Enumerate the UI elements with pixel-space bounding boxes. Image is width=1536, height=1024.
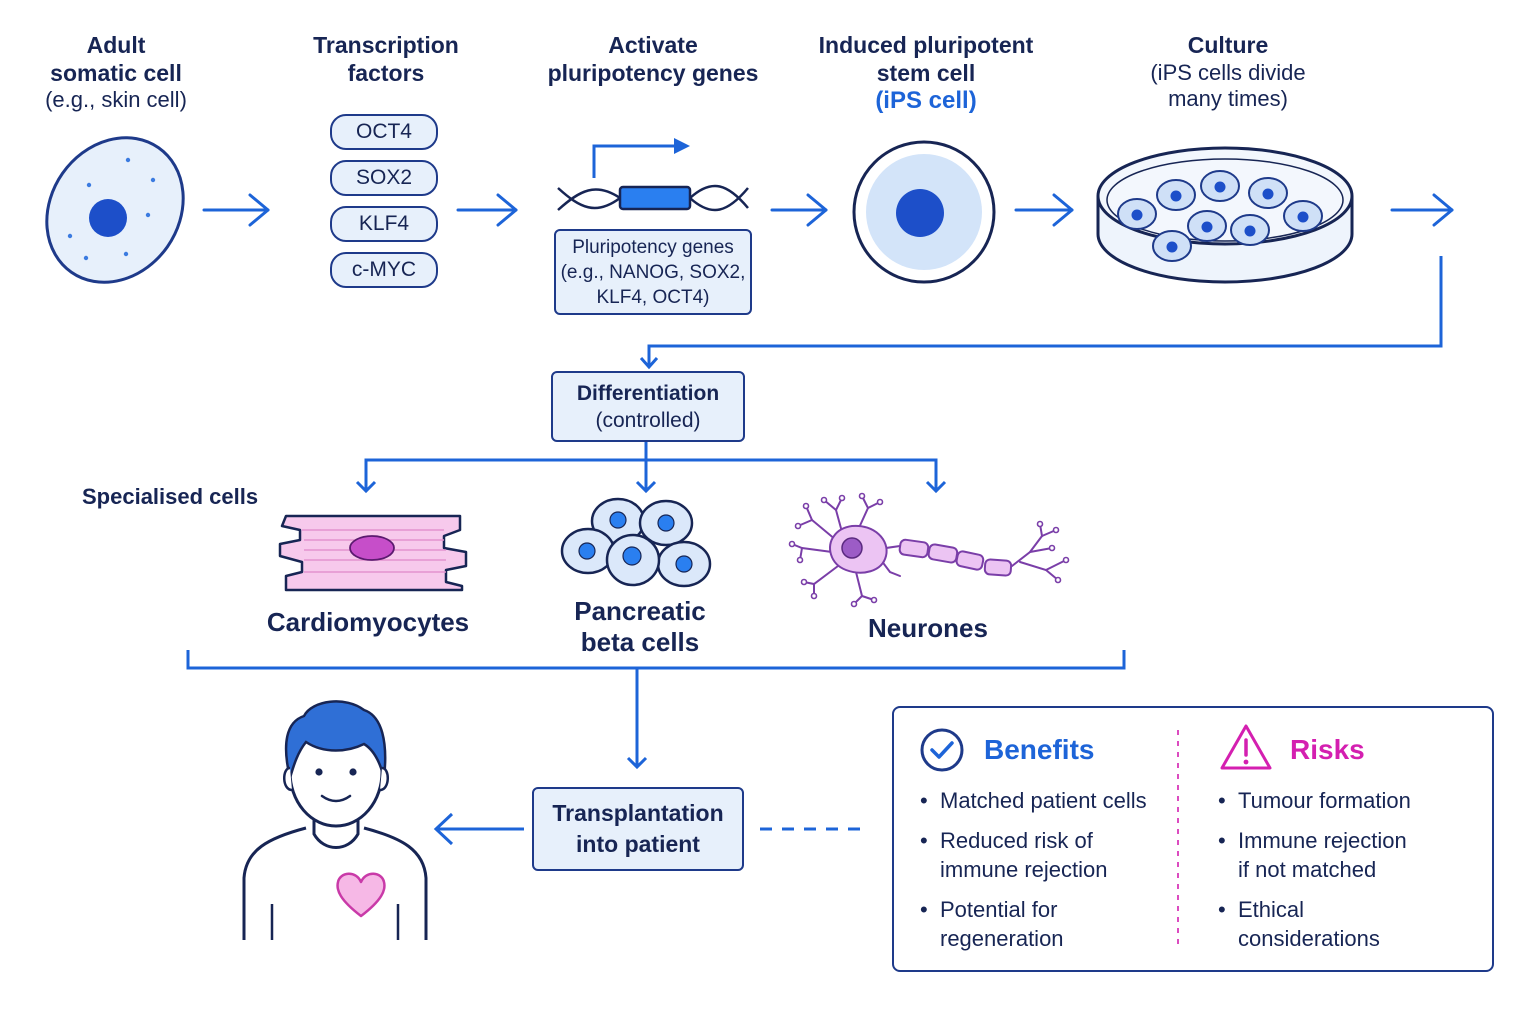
step-arrows (202, 193, 1454, 227)
culture-heading-line2: (iPS cells divide (1150, 59, 1306, 85)
risk-item: Tumour formation (1218, 786, 1468, 815)
factors-heading-line2: factors (347, 59, 425, 86)
benefit-text: Reduced risk of (940, 828, 1093, 853)
beta-cells-icon (560, 497, 712, 588)
somatic-heading-line1: Adult (86, 32, 146, 58)
check-circle-icon (920, 728, 964, 772)
neurones-label: Neurones (868, 613, 988, 643)
transplant-line1: Transplantation (552, 800, 724, 826)
specialised-bracket (186, 650, 1126, 770)
ips-heading-line1: Induced pluripotent (818, 32, 1034, 58)
factors-heading-line1: Transcription (313, 32, 459, 58)
risk-item: Immune rejection if not matched (1218, 826, 1468, 884)
culture-heading: Culture (iPS cells divide many times) (1110, 32, 1346, 112)
differentiation-box: Differentiation (controlled) (551, 371, 745, 442)
factor-pill-oct4: OCT4 (330, 114, 438, 150)
warning-triangle-icon (1220, 724, 1272, 770)
somatic-cell-icon (45, 136, 185, 284)
risks-list: Tumour formation Immune rejection if not… (1218, 786, 1468, 964)
risk-item: Ethical considerations (1218, 895, 1468, 953)
factor-pill-cmyc: c-MYC (330, 252, 438, 288)
risks-title: Risks (1290, 734, 1365, 765)
benefit-text: Matched patient cells (940, 788, 1147, 813)
benefits-list: Matched patient cells Reduced risk of im… (920, 786, 1170, 964)
activate-heading: Activate pluripotency genes (530, 32, 776, 87)
risk-text: Ethical (1238, 897, 1305, 922)
dna-gene-icon (557, 138, 749, 212)
benefit-item: Matched patient cells (920, 786, 1170, 815)
culture-dish-icon (1096, 146, 1354, 284)
risk-text: considerations (1238, 926, 1380, 951)
factors-heading: Transcription factors (290, 32, 482, 87)
genes-box-line1: Pluripotency genes (572, 236, 734, 258)
cardiomyocyte-icon (278, 514, 468, 592)
pancreatic-line2: beta cells (580, 627, 700, 657)
culture-heading-line1: Culture (1187, 32, 1269, 58)
factor-pill-sox2: SOX2 (330, 160, 438, 196)
genes-box-line2: (e.g., NANOG, SOX2, (560, 261, 746, 283)
benefit-text: immune rejection (940, 857, 1108, 882)
pluripotency-genes-box: Pluripotency genes (e.g., NANOG, SOX2, K… (554, 229, 752, 315)
neurone-icon (788, 492, 1070, 608)
risk-text: if not matched (1238, 857, 1377, 882)
panel-divider (1177, 730, 1179, 950)
activate-heading-line1: Activate (608, 32, 698, 58)
genes-box-line3: KLF4, OCT4) (596, 286, 710, 308)
specialised-heading: Specialised cells (82, 484, 259, 509)
ips-heading-line2: stem cell (876, 59, 976, 86)
factor-pill-klf4: KLF4 (330, 206, 438, 242)
culture-heading-line3: many times) (1168, 85, 1288, 111)
ips-cell-icon (852, 140, 996, 284)
differentiation-line1: Differentiation (576, 381, 720, 405)
differentiation-branches (355, 442, 947, 494)
differentiation-line2: (controlled) (595, 408, 701, 432)
transplant-arrow (433, 812, 524, 846)
ips-heading: Induced pluripotent stem cell (iPS cell) (806, 32, 1046, 116)
transplant-line2: into patient (576, 831, 700, 857)
benefits-title: Benefits (984, 734, 1095, 765)
somatic-heading-line3: (e.g., skin cell) (45, 87, 187, 113)
activate-heading-line2: pluripotency genes (547, 59, 759, 86)
pancreatic-line1: Pancreatic (574, 596, 706, 626)
risk-text: Tumour formation (1238, 788, 1411, 813)
benefit-item: Reduced risk of immune rejection (920, 826, 1170, 884)
benefit-text: Potential for (940, 897, 1058, 922)
cardio-label: Cardiomyocytes (266, 607, 470, 637)
somatic-heading-line2: somatic cell (50, 59, 182, 86)
benefit-item: Potential for regeneration (920, 895, 1170, 953)
somatic-heading: Adult somatic cell (e.g., skin cell) (20, 32, 212, 114)
risk-text: Immune rejection (1238, 828, 1407, 853)
transplant-box: Transplantation into patient (532, 787, 744, 871)
ips-heading-line3: (iPS cell) (875, 87, 977, 115)
pancreatic-label: Pancreatic beta cells (538, 596, 742, 658)
heart-icon (336, 872, 386, 918)
patient-icon (242, 700, 428, 940)
benefit-text: regeneration (940, 926, 1064, 951)
connector-to-differentiation (639, 256, 1443, 370)
